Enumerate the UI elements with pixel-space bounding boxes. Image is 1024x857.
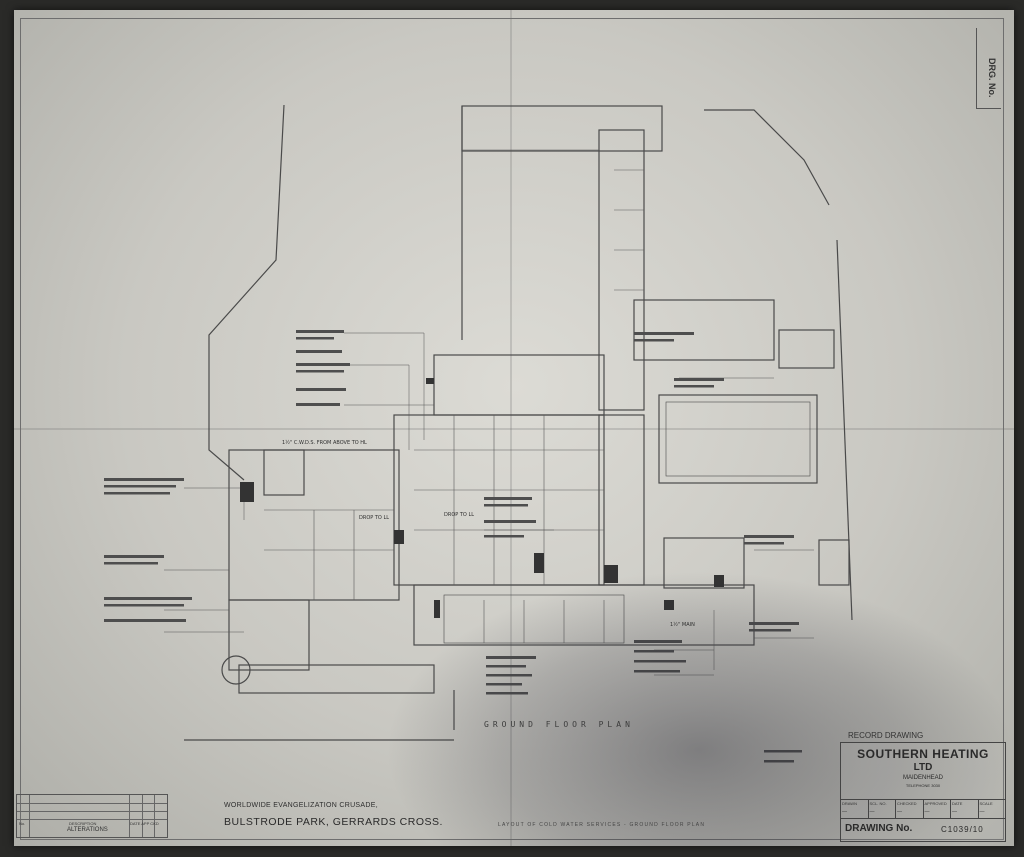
north-wing-outline	[461, 105, 663, 152]
east-annex	[778, 329, 835, 369]
title-block: SOUTHERN HEATING LTD MAIDENHEAD TELEPHON…	[840, 742, 1006, 842]
north-wing-corridor	[598, 129, 645, 411]
blueprint-sheet: 1½" C.W.D.S. FROM ABOVE TO HL DROP TO LL…	[14, 10, 1014, 846]
south-range	[238, 664, 435, 694]
company-suffix: LTD	[913, 762, 933, 773]
record-drawing-label: RECORD DRAWING	[848, 731, 924, 740]
side-drawing-number-box: DRG. No.	[976, 28, 1001, 109]
company-name: SOUTHERN HEATING	[857, 747, 989, 761]
field-scl-no: SCL. NO.—	[869, 800, 896, 818]
field-scale: SCALE—	[979, 801, 993, 815]
east-lower-rooms	[663, 537, 745, 589]
project-client: WORLDWIDE EVANGELIZATION CRUSADE,	[224, 802, 378, 809]
fold-line-vertical	[510, 10, 512, 846]
field-approved: APPROVED—	[924, 800, 951, 818]
ground-floor-plan	[104, 104, 853, 763]
plan-title: GROUND FLOOR PLAN	[484, 720, 634, 729]
alterations-description-label: DESCRIPTION	[69, 821, 97, 826]
title-block-fields: DRAWN— SCL. NO.— CHECKED— APPROVED— DATE…	[841, 799, 1005, 819]
side-drawing-number-label: DRG. No.	[987, 58, 997, 98]
round-tower	[221, 655, 251, 685]
drawing-number-label: DRAWING No.	[845, 823, 913, 834]
north-east-boundary	[704, 109, 830, 206]
central-court	[598, 414, 645, 586]
hall-inner	[665, 401, 811, 477]
alterations-title: ALTERATIONS	[67, 827, 108, 833]
field-drawn: DRAWN—	[841, 800, 869, 818]
west-boundary	[208, 104, 285, 481]
project-location: BULSTRODE PARK, GERRARDS CROSS.	[224, 816, 443, 828]
far-east-room	[818, 539, 850, 586]
west-tower	[263, 449, 305, 496]
field-checked: CHECKED—	[896, 800, 924, 818]
alterations-columns-label: DATE APP CKD	[130, 821, 159, 826]
company-phone: TELEPHONE 3030	[905, 783, 941, 788]
annotation-drop-to-ll-2: DROP TO LL	[444, 512, 475, 518]
annotation-main: 1½" MAIN	[670, 622, 695, 628]
central-block-upper	[433, 354, 605, 416]
annotation-cwds-from-above: 1½" C.W.D.S. FROM ABOVE TO HL	[282, 440, 367, 446]
annotation-drop-to-ll: DROP TO LL	[359, 515, 390, 521]
west-bay	[228, 599, 310, 671]
company-city: MAIDENHEAD	[902, 775, 943, 781]
fold-line-horizontal	[14, 428, 1014, 430]
alterations-table: No. DESCRIPTION DATE APP CKD ALTERATIONS	[16, 794, 168, 838]
east-boundary	[836, 239, 853, 621]
field-date: DATE—	[951, 800, 979, 818]
layout-note: LAYOUT OF COLD WATER SERVICES - GROUND F…	[498, 822, 706, 828]
east-court-block	[633, 299, 775, 361]
south-corridor	[413, 584, 755, 646]
large-hall	[658, 394, 818, 484]
alterations-no-label: No.	[19, 821, 26, 826]
drawing-number-value: C1039/10	[941, 825, 984, 834]
south-rooms	[443, 594, 625, 644]
